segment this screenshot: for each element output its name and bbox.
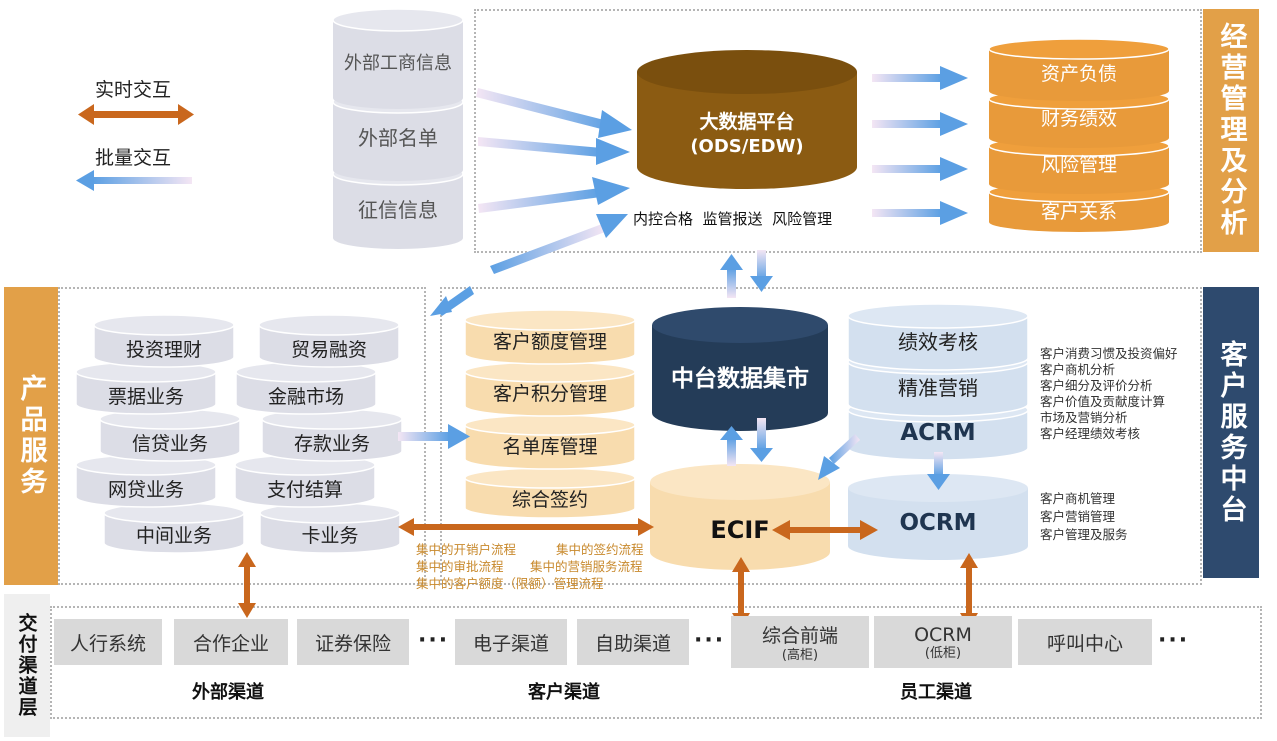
sidebar-product-service: 产品服务 <box>4 287 58 585</box>
batch-arrows-bigdata-datamart <box>720 250 773 298</box>
product-investment: 投资理财 <box>125 338 202 361</box>
ecif-flow-approval: 集中的审批流程 <box>416 559 504 574</box>
product-mgmt-stack <box>464 309 636 519</box>
product-right-stack <box>234 314 403 554</box>
batch-arrows-crm <box>818 434 950 490</box>
bigdata-platform-title: 大数据平台 <box>699 110 795 133</box>
channel-pboc[interactable]: 人行系统 <box>54 619 162 665</box>
acrm-label: ACRM <box>900 420 976 446</box>
batch-arrow-product-mgmt <box>398 424 470 449</box>
batch-arrows-outputs <box>872 66 968 225</box>
channel-label: 自助渠道 <box>594 632 671 655</box>
ocrm-label: OCRM <box>899 510 977 536</box>
analysis-outputs-stack <box>988 38 1170 232</box>
datamart-label: 中台数据集市 <box>671 366 809 392</box>
sidebar-customer-service-center: 客户服务中台 <box>1203 287 1259 578</box>
ecif-flow-marketing: 集中的营销服务流程 <box>530 559 643 574</box>
realtime-arrows <box>238 518 978 628</box>
channel-partner[interactable]: 合作企业 <box>174 619 288 665</box>
channel-label: 呼叫中心 <box>1046 632 1123 655</box>
channel-front-high-counter[interactable]: 综合前端 (高柜) <box>731 616 869 668</box>
product-payment: 支付结算 <box>266 478 343 501</box>
external-source-credit: 征信信息 <box>358 197 438 222</box>
ecif-flow-limit: 集中的客户额度（限额）管理流程 <box>416 576 604 591</box>
group-customer-channel: 客户渠道 <box>528 682 600 703</box>
output-assets-liabilities: 资产负债 <box>1040 62 1117 85</box>
channel-self-service[interactable]: 自助渠道 <box>577 619 689 665</box>
mgmt-credit-limit: 客户额度管理 <box>492 330 607 353</box>
group-external-channel: 外部渠道 <box>192 682 264 703</box>
ocrm-note-1: 客户商机管理 <box>1040 491 1116 506</box>
acrm-note-4: 客户价值及贡献度计算 <box>1040 394 1166 409</box>
crm-precision-marketing: 精准营销 <box>898 375 978 400</box>
product-intermediary: 中间业务 <box>135 524 212 547</box>
product-left-stack <box>75 314 245 554</box>
channel-call-center[interactable]: 呼叫中心 <box>1018 619 1152 665</box>
datamart-cylinder <box>652 307 828 431</box>
output-financial-performance: 财务绩效 <box>1040 107 1117 130</box>
channel-label: OCRM <box>914 623 972 646</box>
ecif-cylinder <box>650 464 830 570</box>
batch-arrow-icon <box>76 170 192 191</box>
realtime-arrow-icon <box>78 104 194 125</box>
ecif-flow-open-close: 集中的开销户流程 <box>416 542 517 557</box>
sidebar-business-analysis: 经营管理及分析 <box>1203 9 1259 252</box>
ecif-label: ECIF <box>710 516 770 544</box>
channel-sublabel: (高柜) <box>781 648 819 663</box>
mgmt-list-library: 名单库管理 <box>502 435 598 458</box>
batch-arrow-product-bigdata <box>430 214 628 316</box>
product-credit: 信贷业务 <box>131 432 208 455</box>
sidebar-delivery-channel: 交付渠道层 <box>4 594 50 737</box>
mgmt-comprehensive-contract: 综合签约 <box>511 488 588 511</box>
ecif-flow-contract: 集中的签约流程 <box>556 542 644 557</box>
bigdata-platform-cylinder <box>637 50 857 189</box>
legend-batch-label: 批量交互 <box>95 147 172 169</box>
external-source-business-info: 外部工商信息 <box>344 53 452 74</box>
batch-arrows-external <box>476 88 632 213</box>
legend-realtime-label: 实时交互 <box>95 79 172 101</box>
external-source-list: 外部名单 <box>358 125 438 150</box>
product-bills: 票据业务 <box>107 385 184 408</box>
acrm-note-3: 客户细分及评价分析 <box>1040 378 1153 393</box>
output-customer-relations: 客户关系 <box>1040 200 1117 223</box>
mgmt-points: 客户积分管理 <box>492 382 607 405</box>
acrm-note-2: 客户商机分析 <box>1040 362 1116 377</box>
analysis-frame <box>474 9 1202 253</box>
batch-arrows-datamart-ecif <box>720 418 773 466</box>
product-online-loan: 网贷业务 <box>107 478 184 501</box>
channel-label: 综合前端 <box>761 625 838 647</box>
bigdata-platform-subtitle: (ODS/EDW) <box>690 135 804 157</box>
product-trade-finance: 贸易融资 <box>290 338 367 361</box>
channel-frame <box>50 606 1262 719</box>
product-deposit: 存款业务 <box>293 432 370 455</box>
ocrm-note-2: 客户营销管理 <box>1040 509 1116 524</box>
channel-ocrm-low-counter[interactable]: OCRM (低柜) <box>874 616 1012 668</box>
acrm-note-5: 市场及营销分析 <box>1040 410 1128 425</box>
product-financial-market: 金融市场 <box>267 385 344 408</box>
acrm-note-6: 客户经理绩效考核 <box>1040 426 1141 441</box>
group-staff-channel: 员工渠道 <box>900 682 972 703</box>
channel-label: 人行系统 <box>69 632 146 655</box>
channel-ellipsis-3: ··· <box>1158 628 1190 653</box>
crm-performance: 绩效考核 <box>898 329 978 354</box>
channel-sublabel: (低柜) <box>924 645 962 661</box>
ocrm-note-3: 客户管理及服务 <box>1040 527 1128 542</box>
output-risk-management: 风险管理 <box>1040 153 1117 176</box>
channel-electronic[interactable]: 电子渠道 <box>455 619 567 665</box>
crm-stack <box>847 303 1029 461</box>
bigdata-platform-caption: 内控合格 监管报送 风险管理 <box>633 210 833 228</box>
channel-label: 电子渠道 <box>472 632 549 655</box>
acrm-note-1: 客户消费习惯及投资偏好 <box>1040 346 1178 361</box>
channel-label: 合作企业 <box>192 632 269 655</box>
channel-ellipsis-1: ··· <box>418 628 450 653</box>
external-sources-stack <box>332 8 464 249</box>
channel-securities[interactable]: 证券保险 <box>297 619 409 665</box>
channel-label: 证券保险 <box>314 632 391 655</box>
channel-ellipsis-2: ··· <box>694 628 726 653</box>
product-card: 卡业务 <box>301 524 359 547</box>
